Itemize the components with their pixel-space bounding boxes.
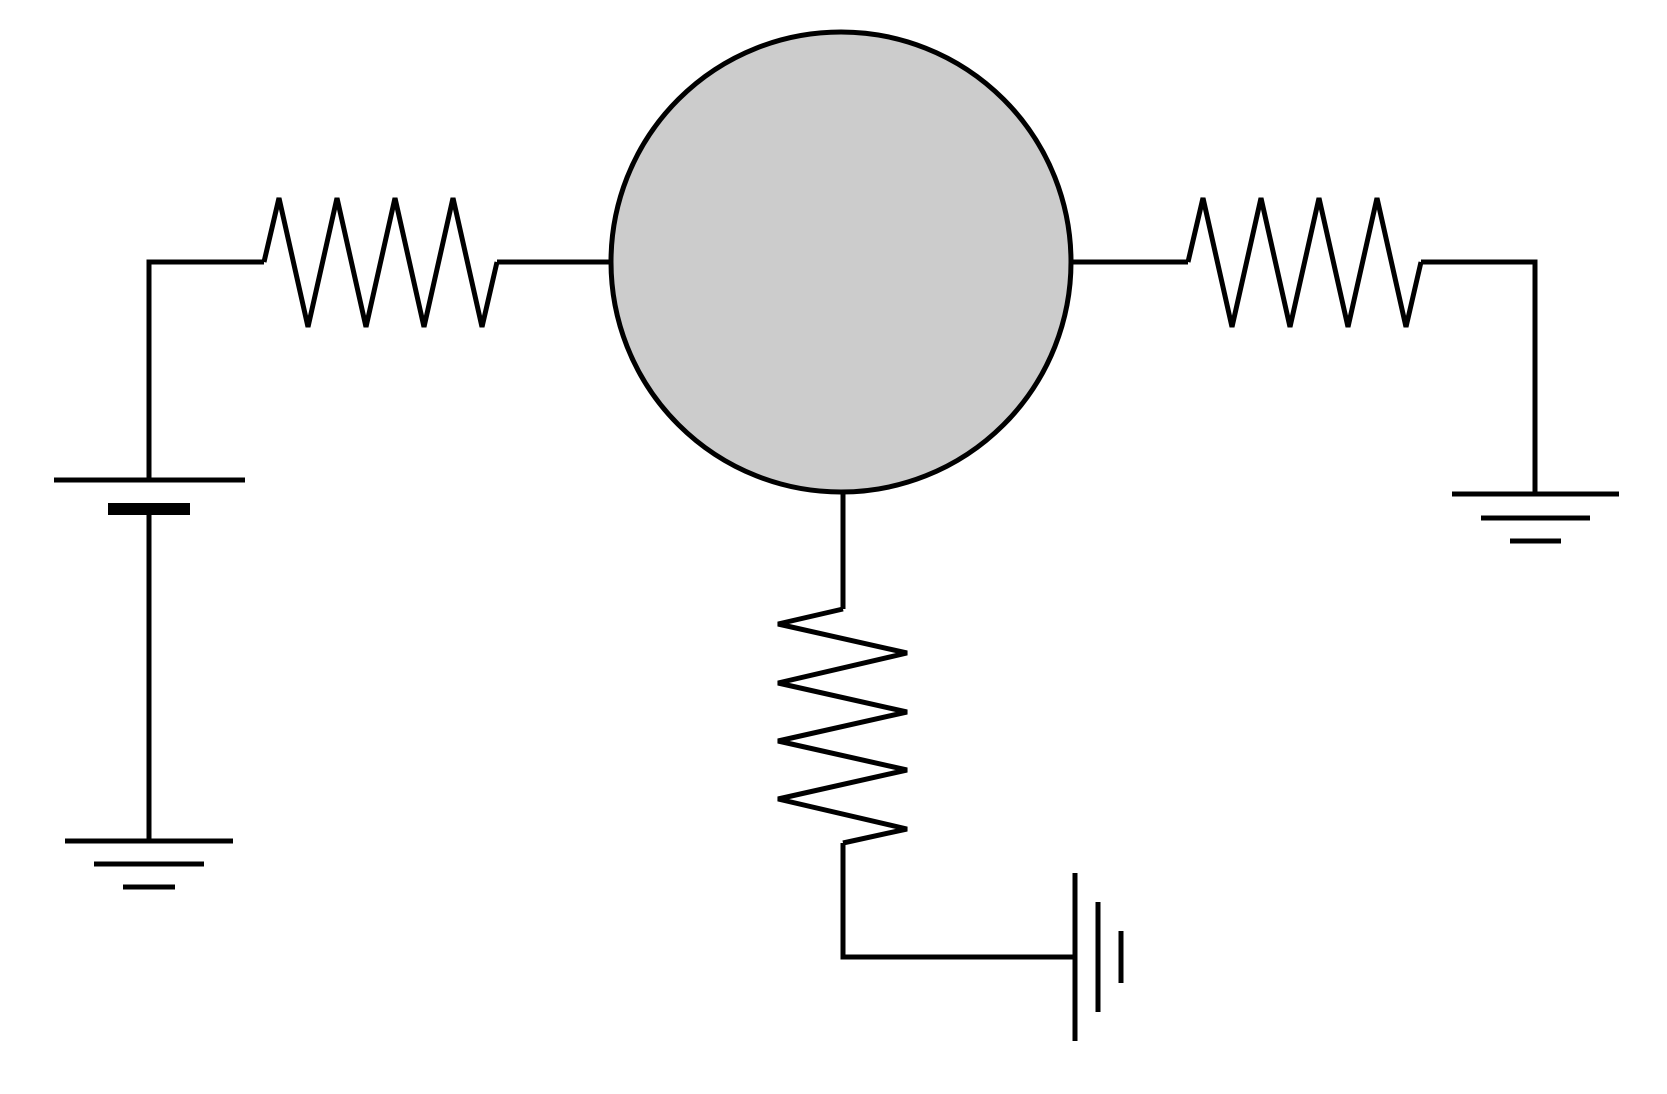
wire-right-to-ground	[1421, 259, 1538, 494]
ground-left-icon	[65, 838, 233, 890]
wire-bottom-to-ground	[840, 843, 1075, 960]
ground-bottom-icon	[1072, 873, 1124, 1041]
central-node-icon	[608, 29, 1074, 495]
resistor-left-icon	[261, 197, 500, 328]
battery-left-icon	[54, 477, 245, 515]
resistor-right-icon	[1185, 197, 1424, 328]
resistor-bottom-icon	[777, 606, 908, 846]
wire-left-upper	[146, 259, 264, 478]
ground-right-icon	[1452, 491, 1619, 544]
